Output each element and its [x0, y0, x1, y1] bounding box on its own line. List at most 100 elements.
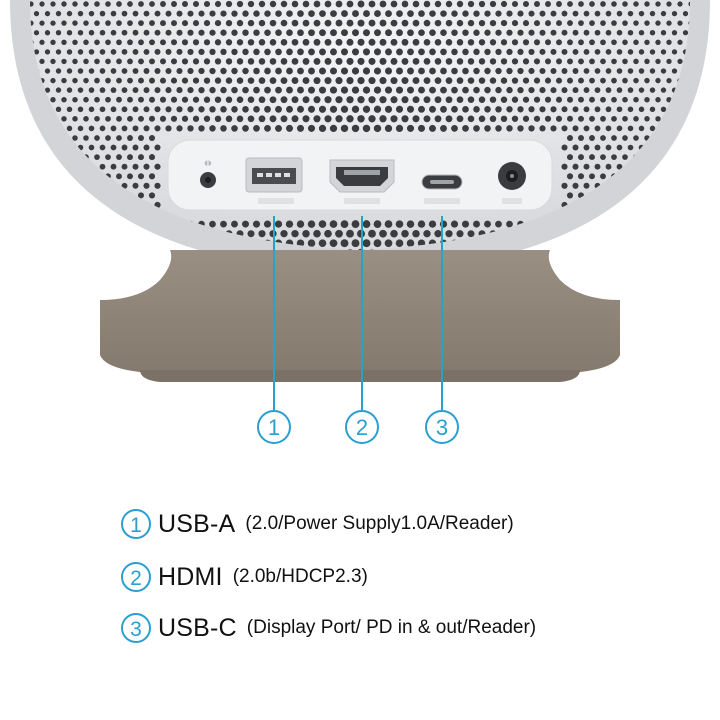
- grille-hole: [192, 58, 200, 65]
- stand-base-shadow: [140, 370, 580, 382]
- grille-hole: [451, 29, 458, 36]
- grille-hole: [258, 77, 266, 84]
- grille-hole: [362, 239, 371, 248]
- grille-hole: [187, 29, 194, 36]
- grille-hole: [589, 96, 595, 103]
- grille-hole: [105, 39, 111, 46]
- grille-hole: [105, 77, 111, 84]
- grille-hole: [429, 105, 436, 113]
- grille-hole: [33, 240, 40, 246]
- grille-hole: [88, 221, 95, 227]
- grille-hole: [198, 67, 205, 75]
- grille-hole: [605, 163, 612, 170]
- grille-hole: [340, 239, 349, 248]
- grille-hole: [511, 39, 519, 46]
- grille-hole: [242, 10, 249, 17]
- grille-hole: [154, 125, 161, 132]
- grille-hole: [231, 67, 238, 75]
- grille-hole: [572, 240, 579, 247]
- grille-hole: [148, 154, 156, 161]
- grille-hole: [528, 29, 535, 36]
- grille-hole: [627, 29, 634, 36]
- grille-hole: [589, 58, 595, 65]
- grille-hole: [154, 29, 161, 36]
- grille-hole: [594, 10, 601, 17]
- grille-hole: [396, 29, 403, 37]
- grille-hole: [44, 30, 51, 36]
- grille-hole: [616, 106, 623, 113]
- grille-hole: [528, 10, 535, 17]
- grille-hole: [688, 154, 690, 160]
- grille-hole: [50, 231, 56, 237]
- grille-hole: [638, 221, 645, 227]
- grille-hole: [30, 173, 34, 179]
- grille-hole: [297, 29, 304, 37]
- grille-hole: [384, 124, 393, 133]
- grille-hole: [258, 19, 266, 27]
- grille-hole: [72, 192, 78, 199]
- grille-hole: [313, 57, 321, 65]
- grille-hole: [506, 106, 513, 113]
- grille-hole: [600, 115, 606, 122]
- grille-hole: [132, 182, 139, 189]
- grille-hole: [417, 220, 426, 228]
- grille-hole: [33, 10, 40, 17]
- grille-hole: [214, 115, 222, 123]
- grille-hole: [572, 106, 579, 113]
- grille-hole: [30, 192, 34, 198]
- legend-number-badge-2: 2: [121, 562, 151, 592]
- grille-hole: [143, 68, 150, 74]
- grille-hole: [324, 57, 332, 65]
- grille-hole: [561, 144, 568, 151]
- grille-hole: [23, 241, 28, 246]
- grille-hole: [160, 39, 166, 46]
- grille-hole: [467, 58, 475, 65]
- grille-hole: [589, 135, 595, 141]
- grille-hole: [379, 19, 387, 27]
- grille-hole: [253, 10, 260, 17]
- grille-hole: [264, 48, 271, 56]
- grille-hole: [66, 68, 73, 74]
- grille-hole: [506, 125, 513, 132]
- grille-hole: [258, 115, 266, 123]
- grille-hole: [506, 67, 513, 75]
- grille-hole: [83, 211, 89, 218]
- grille-hole: [313, 0, 321, 8]
- grille-hole: [225, 115, 233, 123]
- grille-hole: [682, 30, 689, 36]
- grille-hole: [572, 48, 579, 55]
- grille-hole: [655, 1, 661, 7]
- grille-hole: [110, 68, 117, 74]
- legend-number-badge-3: 3: [121, 613, 151, 643]
- grille-hole: [39, 20, 45, 26]
- grille-hole: [616, 10, 623, 17]
- grille-hole: [489, 96, 497, 103]
- grille-hole: [622, 77, 628, 84]
- grille-hole: [297, 105, 304, 113]
- grille-hole: [539, 10, 546, 17]
- grille-hole: [302, 0, 310, 8]
- grille-hole: [209, 125, 216, 132]
- grille-hole: [181, 58, 189, 65]
- grille-hole: [138, 154, 144, 161]
- grille-hole: [132, 48, 139, 55]
- grille-hole: [209, 48, 216, 56]
- grille-hole: [506, 48, 513, 56]
- grille-hole: [671, 240, 678, 246]
- grille-hole: [649, 125, 656, 132]
- grille-hole: [644, 230, 650, 237]
- grille-hole: [286, 124, 293, 132]
- grille-hole: [445, 115, 453, 123]
- grille-hole: [401, 115, 409, 123]
- grille-hole: [467, 0, 475, 8]
- grille-hole: [17, 116, 22, 121]
- grille-hole: [655, 116, 661, 122]
- grille-hole: [280, 38, 288, 46]
- grille-hole: [341, 10, 348, 18]
- grille-hole: [61, 20, 67, 26]
- grille-hole: [434, 58, 442, 65]
- grille-hole: [330, 10, 337, 17]
- grille-hole: [44, 68, 51, 74]
- grille-hole: [61, 211, 67, 218]
- grille-hole: [616, 221, 623, 227]
